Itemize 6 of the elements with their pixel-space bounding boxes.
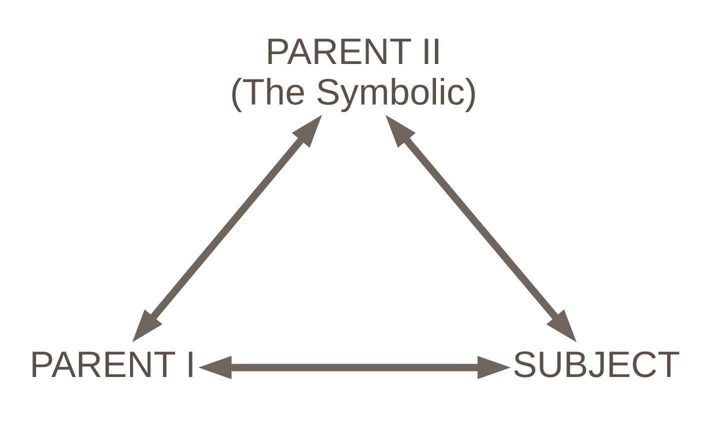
- arrow: [198, 356, 511, 380]
- arrow: [385, 114, 577, 342]
- node-text: PARENT I: [30, 344, 196, 385]
- node-text: PARENT II (The Symbolic): [230, 31, 478, 113]
- arrow: [132, 114, 322, 342]
- node-text: SUBJECT: [512, 344, 680, 385]
